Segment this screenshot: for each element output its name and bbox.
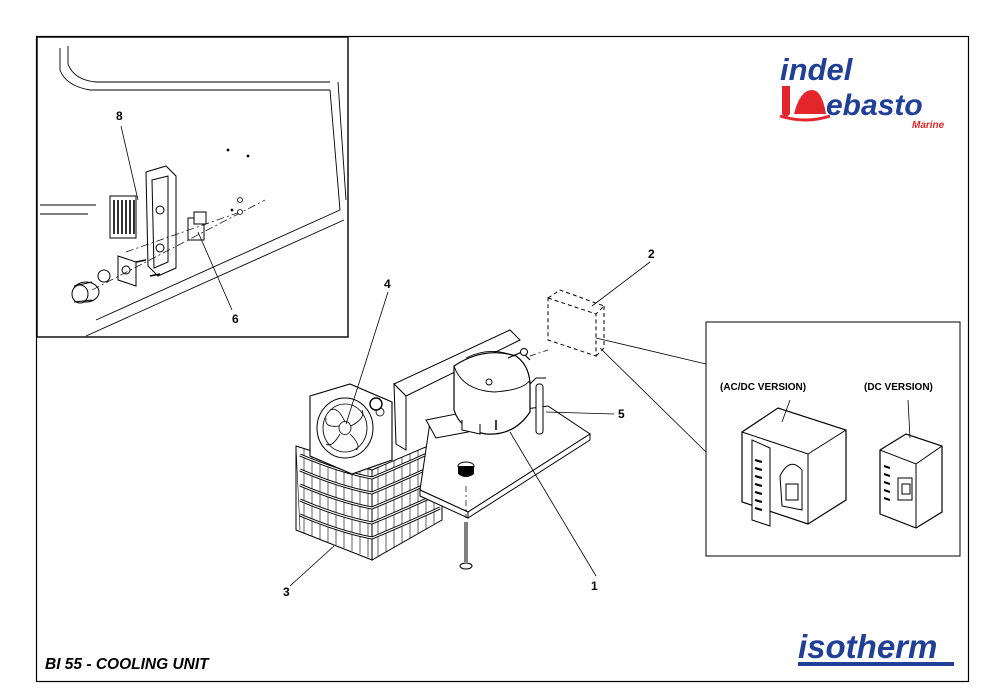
thermostat-block xyxy=(187,211,207,241)
mount-bolt xyxy=(459,486,473,570)
logo-marine-text: Marine xyxy=(912,120,945,131)
label-part-3: 3 xyxy=(283,585,290,599)
logo-isotherm-text: isotherm xyxy=(798,628,937,665)
compressor xyxy=(425,348,531,439)
label-part-4: 4 xyxy=(384,277,391,291)
filter-drier xyxy=(529,377,546,435)
label-acdc-version: (AC/DC VERSION) xyxy=(720,382,806,393)
electronic-unit-dashed xyxy=(529,289,605,357)
inset-screws xyxy=(135,259,161,277)
logo-ebasto-text: ebasto xyxy=(826,89,923,122)
logo-indel-text: indel xyxy=(780,52,854,87)
acdc-module xyxy=(741,399,847,527)
indel-webasto-logo: indel ebasto Marine xyxy=(779,52,945,131)
label-part-1: 1 xyxy=(591,579,598,593)
page-frame xyxy=(35,35,970,683)
fan xyxy=(309,383,393,475)
label-part-5: 5 xyxy=(618,407,625,421)
page-title: BI 55 - COOLING UNIT xyxy=(45,656,209,673)
dc-module xyxy=(879,399,943,529)
inset-installation-detail: 8 6 xyxy=(36,36,349,338)
thermostat-bracket xyxy=(145,165,177,277)
logo-w-arch xyxy=(794,90,826,114)
label-dc-version: (DC VERSION) xyxy=(864,382,933,393)
label-part-6: 6 xyxy=(232,312,239,326)
rubber-foot xyxy=(457,461,475,477)
thermostat-knob xyxy=(71,255,137,304)
label-part-8: 8 xyxy=(116,109,123,123)
leader-lines xyxy=(289,261,651,587)
thermostat-grille xyxy=(109,195,137,239)
label-part-2: 2 xyxy=(648,247,655,261)
logo-w-left xyxy=(782,86,790,118)
isotherm-logo: isotherm xyxy=(798,628,954,666)
